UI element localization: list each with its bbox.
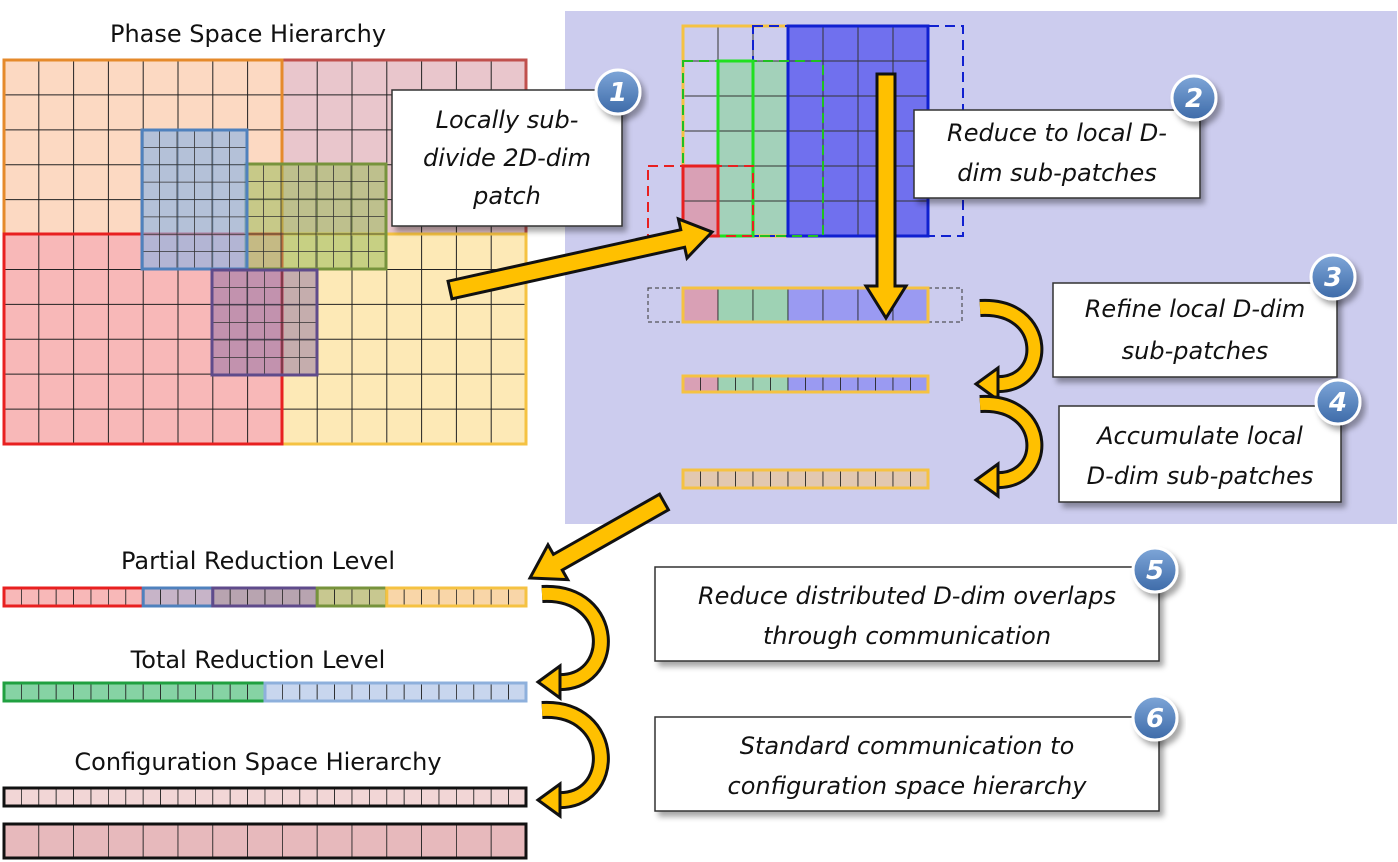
callout-box	[1052, 282, 1338, 378]
callout-text-line: configuration space hierarchy	[728, 772, 1088, 800]
phase-space-grid	[2, 58, 528, 446]
curved-arrow-accumulate	[973, 394, 1044, 499]
total-reduction-strip	[2, 681, 528, 703]
callout-text-line: Accumulate local	[1095, 422, 1303, 450]
step-number: 2	[1185, 84, 1203, 114]
callout-box	[654, 566, 1160, 662]
partial-segment	[315, 586, 389, 608]
total-reduction-heading: Total Reduction Level	[130, 646, 386, 674]
flow-arrows	[446, 72, 1044, 819]
step-number-badge: 2	[1170, 74, 1218, 122]
step-3-callout: Refine local D-dim sub-patches 3	[1052, 253, 1357, 378]
curved-arrow-total-to-config	[535, 700, 610, 819]
patch-purple-refined	[210, 268, 319, 377]
callout-text-line: through communication	[763, 622, 1051, 650]
arrow-to-partial-level	[527, 492, 671, 582]
step-number-badge: 6	[1131, 694, 1179, 742]
step-6-callout: Standard communication to configuration s…	[654, 694, 1179, 812]
step-number-badge: 3	[1309, 253, 1357, 301]
numbered-circle-icon	[1314, 378, 1362, 426]
arrow-reduce-down	[863, 72, 909, 321]
step-5-callout: Reduce distributed D-dim overlaps through…	[654, 546, 1179, 662]
callout-box	[1058, 405, 1342, 503]
partial-segment	[2, 586, 145, 608]
arrow-to-local-patch	[446, 216, 715, 301]
callout-text-line: Standard communication to	[740, 732, 1075, 760]
config-coarse-strip	[2, 822, 528, 860]
curved-arrow-refine	[973, 298, 1044, 403]
callout-text-line: patch	[472, 182, 541, 210]
grid-lines	[212, 270, 317, 375]
step-number-badge: 5	[1131, 546, 1179, 594]
callout-text-line: Reduce to local D-	[947, 119, 1167, 147]
grid-lines	[246, 164, 386, 269]
callout-text-line: Refine local D-dim	[1085, 295, 1306, 323]
callout-text-line: Reduce distributed D-dim overlaps	[698, 582, 1116, 610]
callout-box	[913, 109, 1201, 199]
callout-text-line: divide 2D-dim	[423, 144, 591, 172]
step-2-callout: Reduce to local D-dim sub-patches 2	[913, 74, 1218, 199]
partial-segment	[141, 586, 215, 608]
numbered-circle-icon	[1131, 694, 1179, 742]
accumulated-local-strip	[681, 468, 930, 490]
callout-text-line: Locally sub-	[436, 106, 579, 134]
step-number: 4	[1328, 388, 1347, 418]
step-number: 3	[1324, 263, 1342, 293]
step-1-callout: Locally sub-divide 2D-dim patch 1	[391, 68, 642, 227]
step-number: 1	[609, 78, 627, 108]
callout-text-line: D-dim sub-patches	[1087, 462, 1314, 490]
patch-blue-refined	[140, 128, 249, 271]
partial-reduction-strip	[2, 586, 528, 608]
step-number-badge: 1	[594, 68, 642, 116]
numbered-circle-icon	[1309, 253, 1357, 301]
partial-segment	[385, 586, 528, 608]
step-number: 6	[1146, 704, 1164, 734]
callout-box	[391, 89, 623, 227]
callout-box	[654, 716, 1160, 812]
patch-green-refined	[244, 162, 388, 271]
callout-text-line: sub-patches	[1122, 337, 1269, 365]
config-fine-strip	[2, 786, 528, 808]
reduction-strips	[2, 286, 963, 860]
phase-space-heading: Phase Space Hierarchy	[110, 20, 386, 48]
partial-reduction-heading: Partial Reduction Level	[121, 547, 395, 575]
numbered-circle-icon	[1170, 74, 1218, 122]
callout-text-line: dim sub-patches	[957, 159, 1157, 187]
refined-local-strip	[681, 374, 930, 394]
numbered-circle-icon	[594, 68, 642, 116]
numbered-circle-icon	[1131, 546, 1179, 594]
step-number: 5	[1146, 556, 1164, 586]
reduced-local-strip	[681, 286, 930, 324]
grid-lines	[142, 130, 247, 269]
partial-segment	[211, 586, 319, 608]
curved-arrow-partial-to-total	[535, 584, 610, 701]
configuration-space-heading: Configuration Space Hierarchy	[74, 748, 441, 776]
step-number-badge: 4	[1314, 378, 1362, 426]
